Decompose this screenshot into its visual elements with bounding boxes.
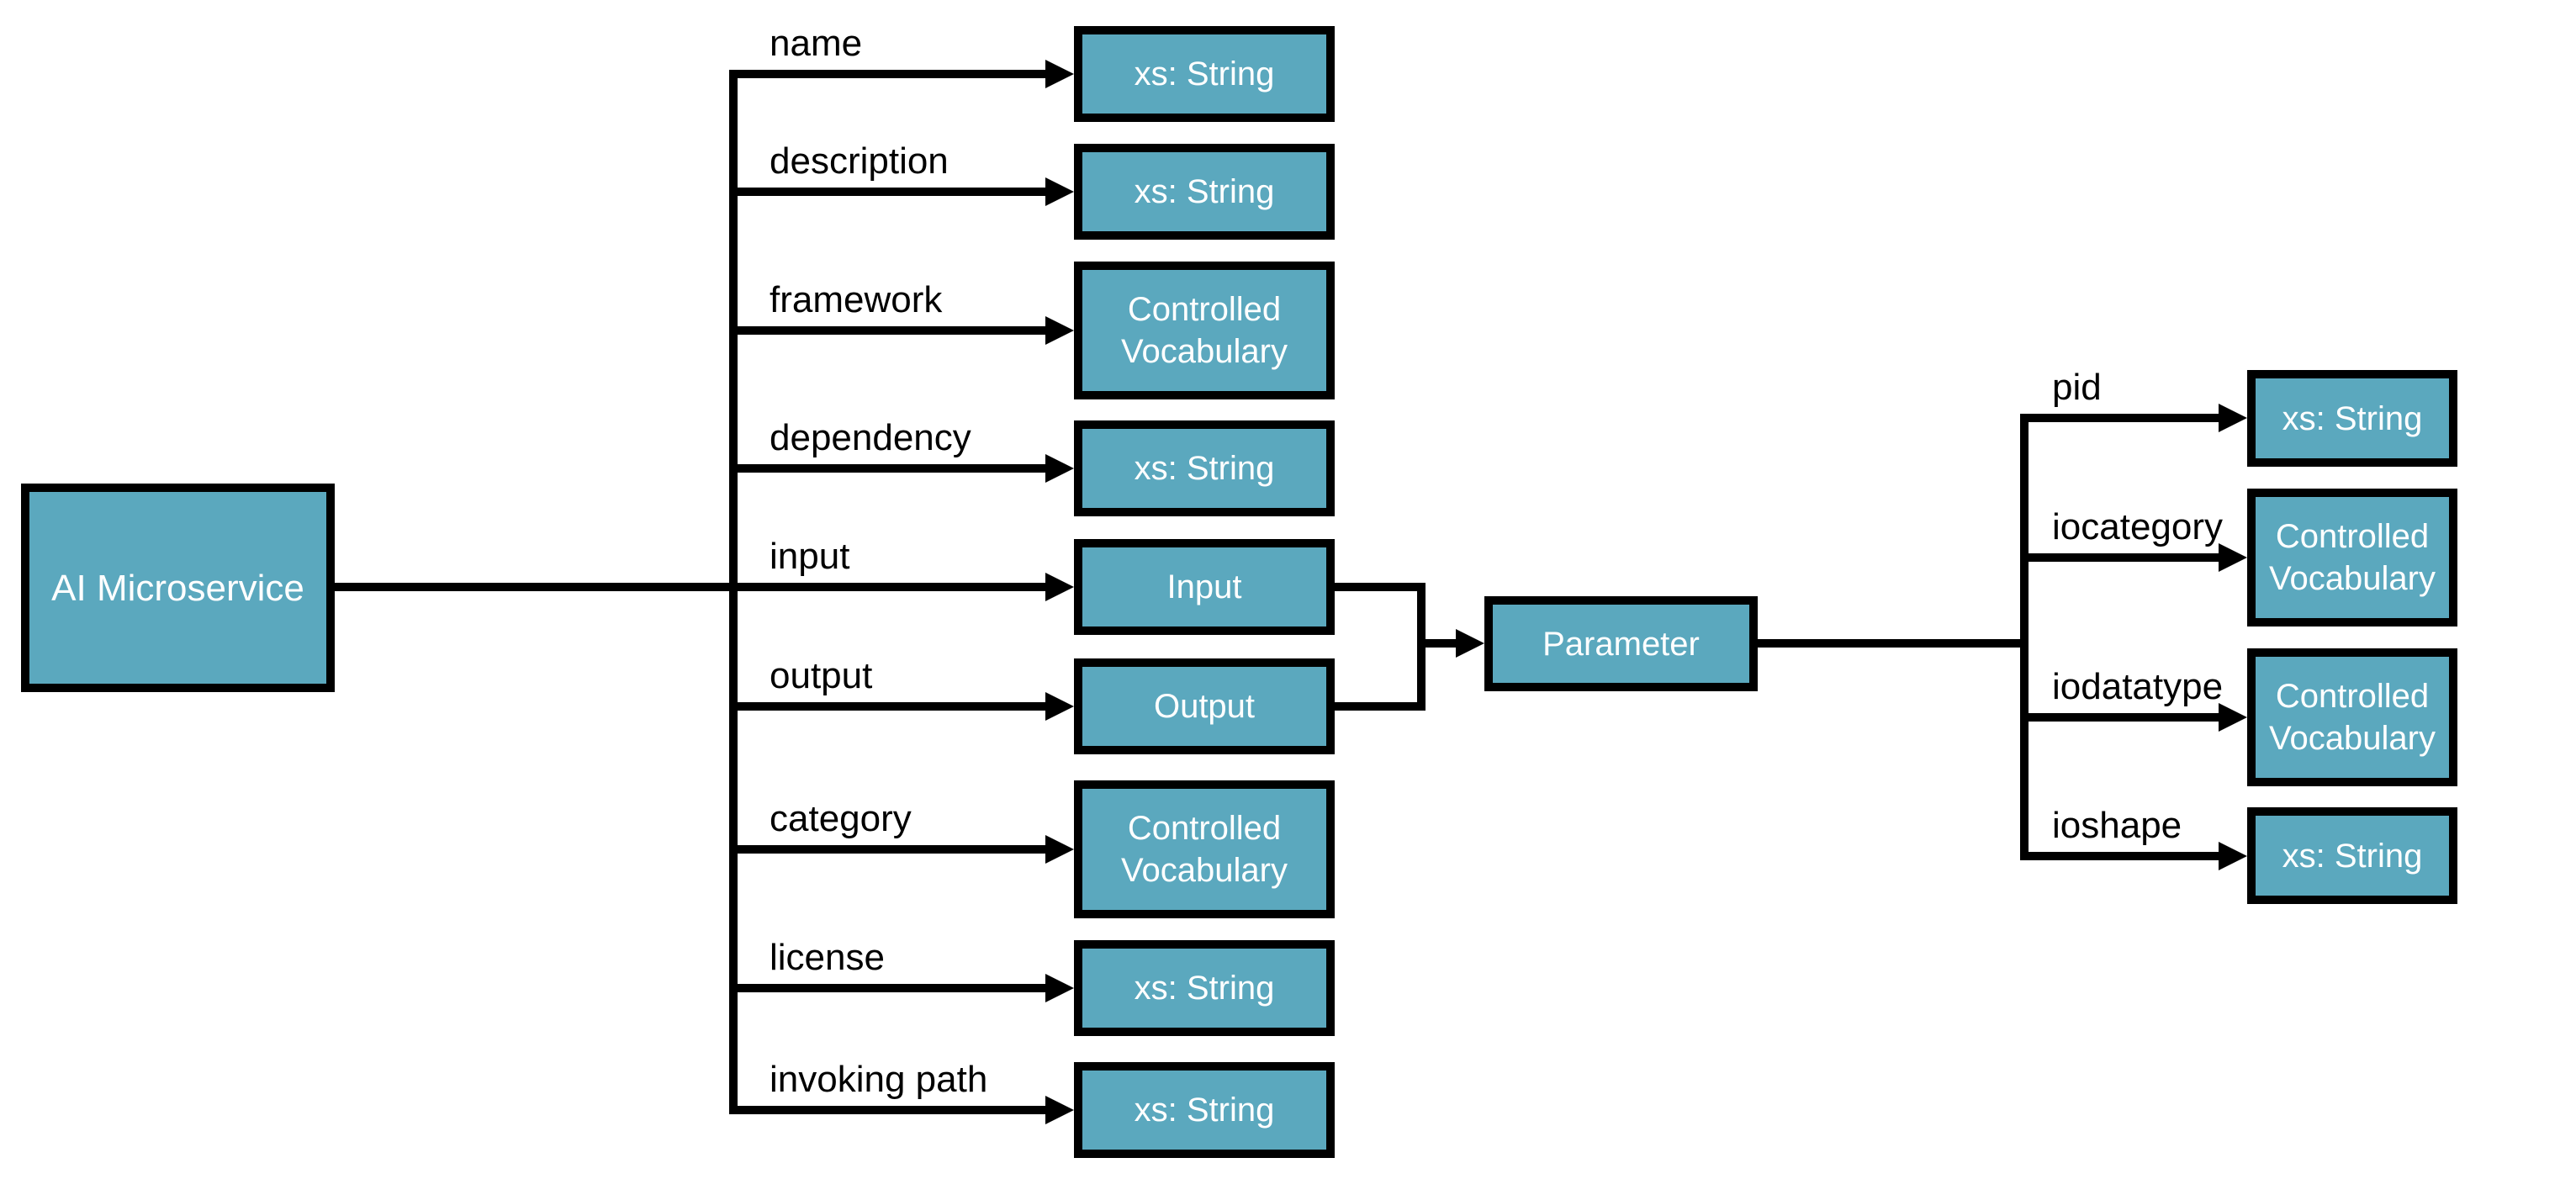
input-merge-stub (1335, 583, 1421, 591)
arrowhead-icon (2219, 703, 2247, 732)
connector-line (733, 1106, 1049, 1114)
edge-label-description: description (770, 140, 949, 182)
connector-line (733, 702, 1049, 711)
connector-line (2020, 414, 2222, 422)
edge-label-iodatatype: iodatatype (2052, 666, 2224, 707)
type-node-label: Output (1153, 688, 1256, 725)
type-node-label: xs: String (2282, 399, 2423, 437)
edge-label-framework: framework (770, 279, 943, 320)
type-node-label: Controlled Vocabulary (2269, 678, 2436, 757)
connector-line (733, 188, 1049, 196)
arrowhead-icon (1045, 974, 1074, 1002)
arrowhead-icon (1045, 835, 1074, 864)
edge-label-dependency: dependency (770, 417, 971, 458)
type-node: Controlled Vocabulary (2247, 648, 2457, 786)
root-node-label: AI Microservice (51, 567, 304, 609)
connector-line (2020, 852, 2222, 860)
edge-label-iocategory: iocategory (2052, 506, 2224, 547)
arrowhead-icon (1045, 692, 1074, 721)
parameter-trunk-connector (1758, 639, 2024, 648)
connector-line (733, 583, 1049, 591)
arrowhead-icon (2219, 543, 2247, 572)
connector-line (2020, 553, 2222, 562)
type-node: xs: String (2247, 370, 2457, 467)
type-node-input: Input (1074, 539, 1335, 635)
type-node-label: xs: String (1134, 970, 1275, 1007)
type-node-label: Controlled Vocabulary (1121, 810, 1288, 889)
arrowhead-icon (1456, 629, 1484, 658)
root-trunk-connector (328, 583, 733, 591)
arrowhead-icon (1045, 1096, 1074, 1124)
type-node-label: Controlled Vocabulary (1121, 291, 1288, 370)
root-node-ai-microservice: AI Microservice (21, 484, 335, 692)
connector-line (2020, 713, 2222, 722)
type-node: xs: String (1074, 420, 1335, 516)
left-spine-connector (729, 70, 738, 1114)
arrowhead-icon (1045, 573, 1074, 601)
type-node-label: xs: String (1134, 56, 1275, 93)
connector-line (733, 984, 1049, 992)
type-node-label: xs: String (2282, 837, 2423, 875)
connector-line (733, 464, 1049, 473)
edge-label-pid: pid (2052, 367, 2102, 408)
arrowhead-icon (1045, 454, 1074, 483)
connector-line (733, 70, 1049, 78)
edge-label-input: input (770, 536, 850, 577)
right-spine-connector (2020, 414, 2029, 860)
type-node: Controlled Vocabulary (1074, 262, 1335, 399)
type-node: Controlled Vocabulary (2247, 489, 2457, 627)
output-merge-stub (1335, 702, 1421, 711)
edge-label-output: output (770, 655, 873, 696)
edge-label-name: name (770, 23, 863, 64)
parameter-node-label: Parameter (1542, 625, 1700, 663)
type-node: Controlled Vocabulary (1074, 780, 1335, 918)
type-node-label: Controlled Vocabulary (2269, 518, 2436, 597)
type-node: xs: String (1074, 144, 1335, 240)
edge-label-ioshape: ioshape (2052, 805, 2182, 846)
parameter-arrow-line (1417, 639, 1459, 648)
connector-line (733, 845, 1049, 854)
edge-label-invoking-path: invoking path (770, 1059, 988, 1100)
type-node: xs: String (1074, 26, 1335, 122)
arrowhead-icon (1045, 60, 1074, 88)
type-node: xs: String (1074, 1062, 1335, 1158)
type-node-label: xs: String (1134, 1092, 1275, 1129)
type-node-label: xs: String (1134, 173, 1275, 210)
arrowhead-icon (1045, 177, 1074, 206)
type-node: xs: String (1074, 940, 1335, 1036)
type-node-output: Output (1074, 658, 1335, 754)
connector-line (733, 326, 1049, 335)
edge-label-category: category (770, 798, 912, 839)
type-node-label: xs: String (1134, 450, 1275, 487)
arrowhead-icon (2219, 842, 2247, 870)
arrowhead-icon (1045, 316, 1074, 345)
edge-label-license: license (770, 937, 885, 978)
parameter-node: Parameter (1484, 596, 1758, 691)
arrowhead-icon (2219, 404, 2247, 432)
type-node: xs: String (2247, 807, 2457, 904)
type-node-label: Input (1166, 568, 1242, 605)
